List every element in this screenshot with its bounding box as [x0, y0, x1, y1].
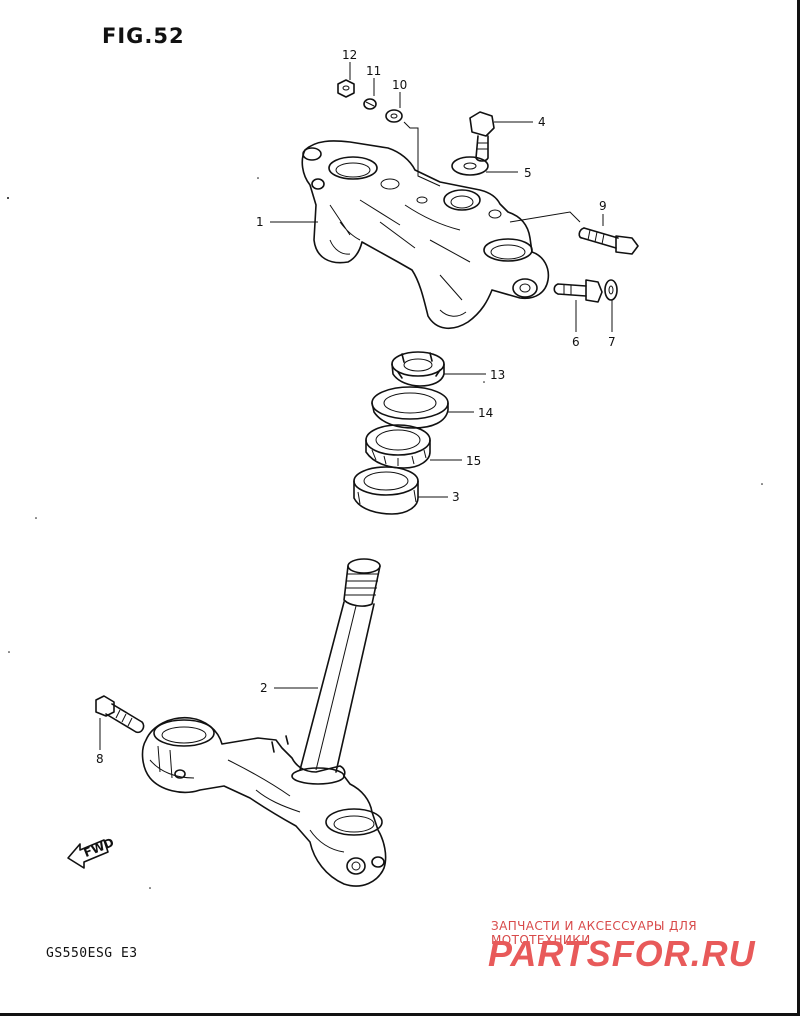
- bolt-4-part: [469, 111, 495, 162]
- callout-3: 3: [452, 490, 460, 504]
- watermark-logo: PARTSFOR.RU: [488, 933, 756, 974]
- callout-13: 13: [490, 368, 505, 382]
- upper-bearing-part: [365, 424, 431, 469]
- watermark-tagline: ЗАПЧАСТИ И АКСЕССУАРЫ ДЛЯ МОТОТЕХНИКИ: [491, 919, 697, 947]
- steering-stem-nut-part: [391, 351, 445, 387]
- washer-5-part: [451, 156, 489, 176]
- callout-5: 5: [524, 166, 532, 180]
- callout-8: 8: [96, 752, 104, 766]
- callout-14: 14: [478, 406, 493, 420]
- callout-1: 1: [256, 215, 264, 229]
- washer-10-part: [385, 109, 403, 123]
- bolt-6-part: [553, 279, 603, 303]
- callout-11: 11: [366, 64, 381, 78]
- bolt-8-part: [95, 695, 145, 734]
- lock-washer-11-part: [363, 98, 377, 110]
- model-code: GS550ESG E3: [46, 946, 138, 961]
- callout-12: 12: [342, 48, 357, 62]
- figure-title: FIG.52: [102, 24, 185, 48]
- dust-seal-part: [371, 386, 449, 429]
- callout-4: 4: [538, 115, 546, 129]
- callout-15: 15: [466, 454, 481, 468]
- scan-specks: [7, 177, 763, 889]
- leader-lines: [99, 62, 613, 750]
- washer-7-part: [604, 279, 618, 301]
- steering-stem-lower-bracket-part: [141, 558, 387, 887]
- bolt-9-part: [578, 227, 639, 255]
- lower-bearing-part: [353, 466, 419, 515]
- upper-bracket-part: [301, 140, 550, 329]
- callout-10: 10: [392, 78, 407, 92]
- nut-12-part: [337, 79, 355, 98]
- callout-7: 7: [608, 335, 616, 349]
- callout-6: 6: [572, 335, 580, 349]
- fwd-arrow-icon: FWD: [67, 835, 116, 869]
- callout-2: 2: [260, 681, 268, 695]
- callout-9: 9: [599, 199, 607, 213]
